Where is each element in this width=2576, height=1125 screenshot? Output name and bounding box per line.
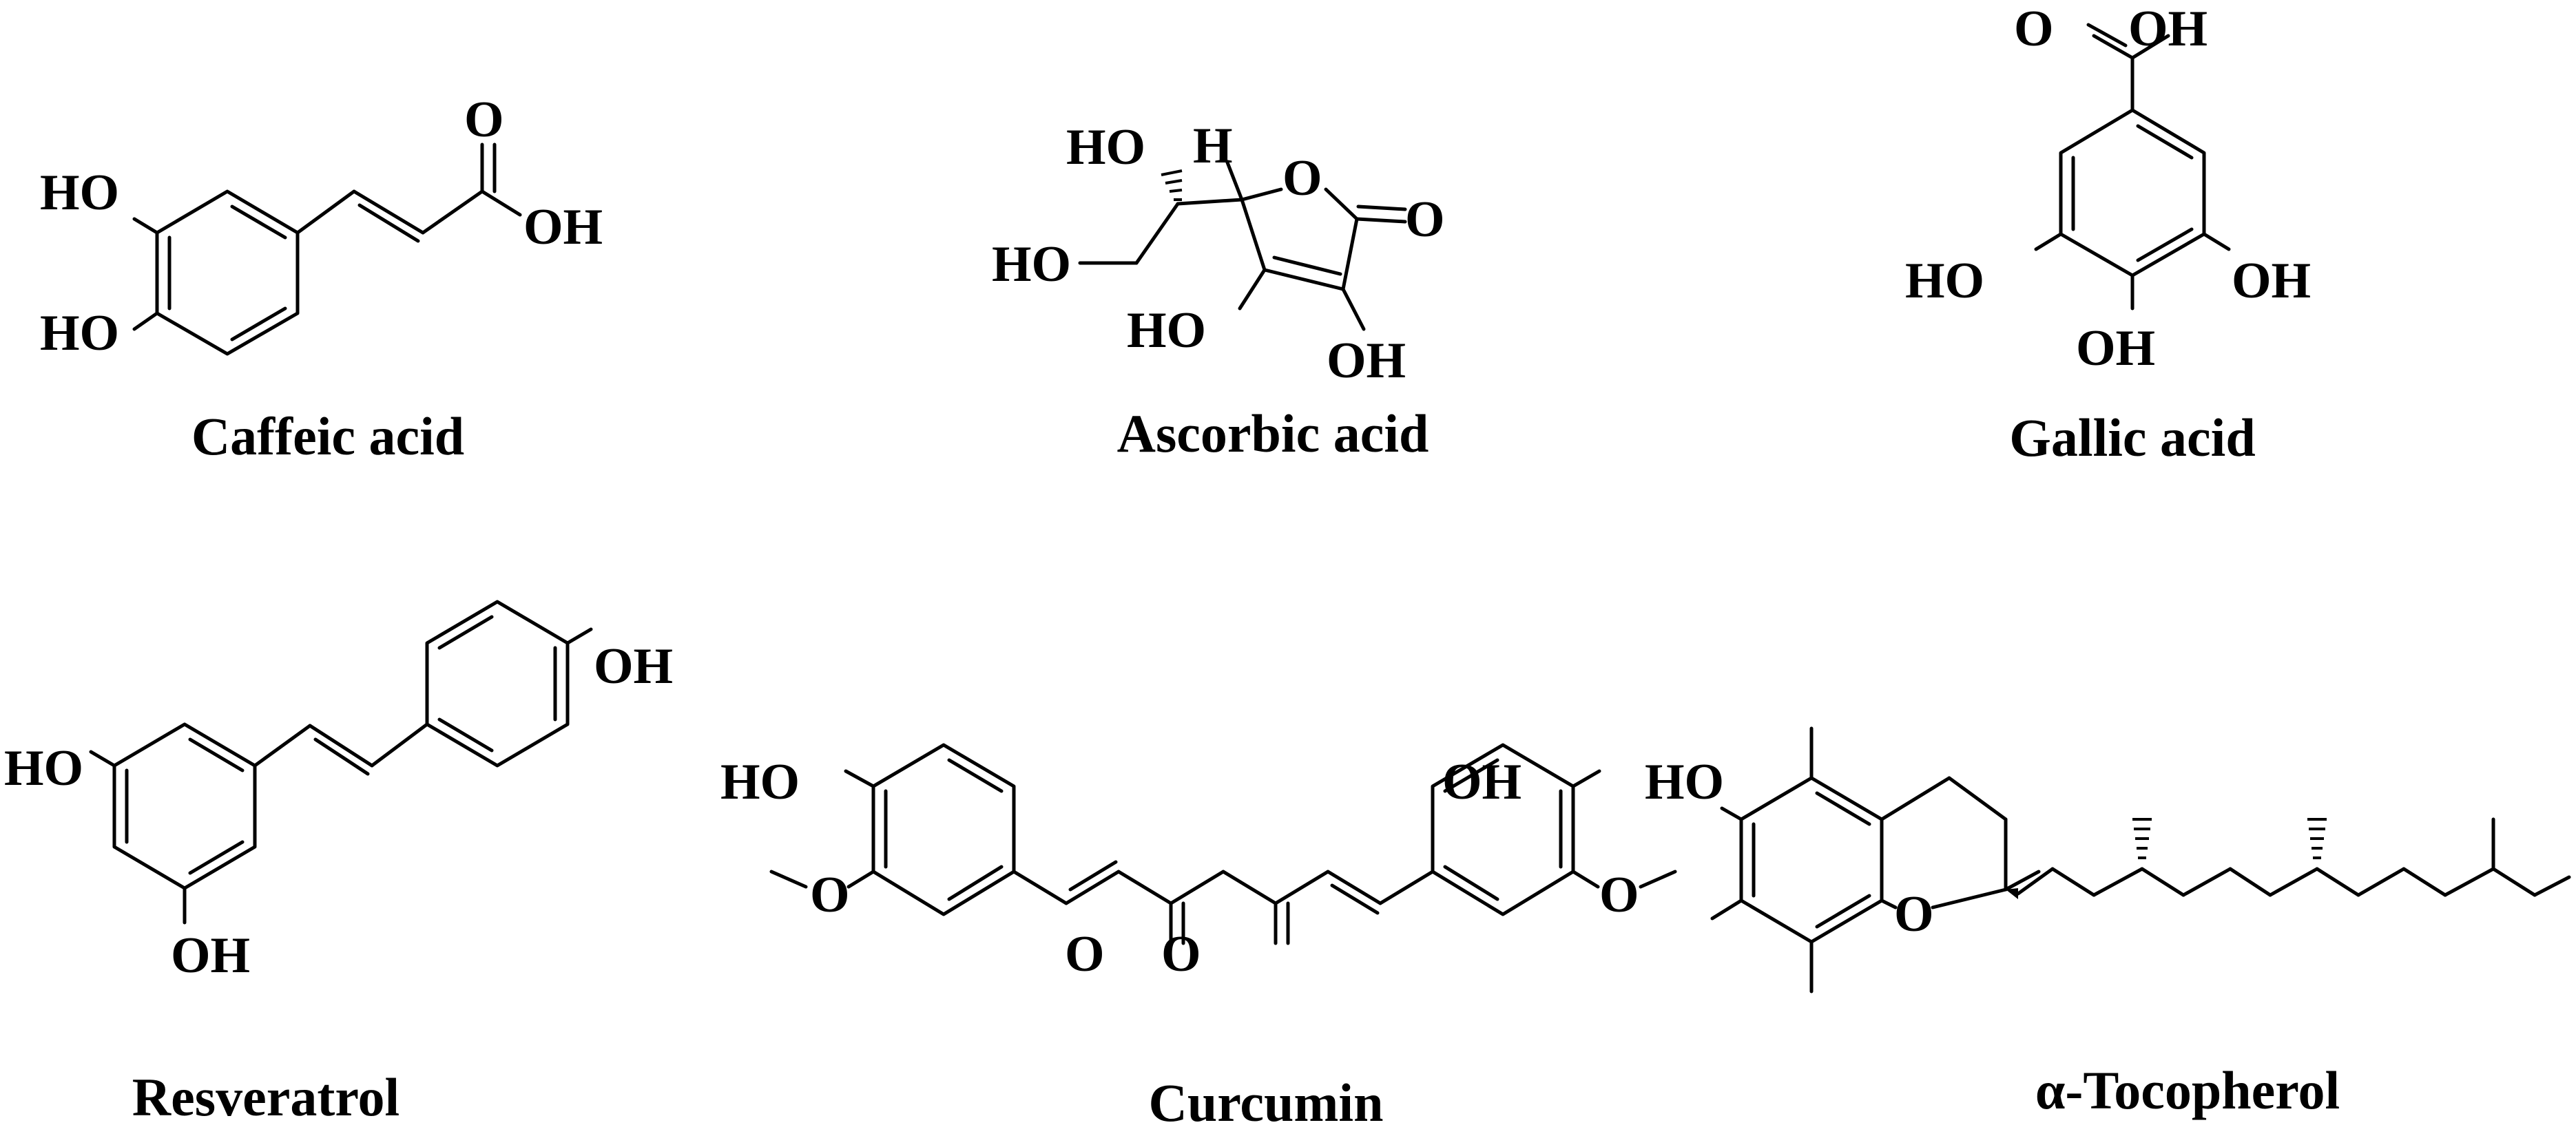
gallic-o: O	[2014, 1, 2054, 57]
molecule-resveratrol: OH HO OH Resveratrol	[4, 600, 673, 1125]
molecule-caffeic-acid: HO HO O OH Caffeic acid	[40, 92, 603, 466]
caffeic-o: O	[464, 92, 504, 148]
caffeic-acid-bonds	[132, 143, 522, 356]
curcumin-oh: OH	[1442, 754, 1521, 810]
caffeic-oh: OH	[523, 199, 603, 255]
ascorbic-hash-bond	[1161, 169, 1183, 201]
curcumin-o-1: O	[1065, 926, 1105, 982]
molecule-ascorbic-acid: HO H O O HO HO OH Ascorbic acid	[992, 118, 1445, 463]
curcumin-o-2: O	[1161, 926, 1201, 982]
curcumin-methoxy-o-right: O	[1599, 867, 1639, 923]
gallic-oh-top: OH	[2128, 1, 2208, 57]
ascorbic-ho-3: HO	[1127, 302, 1206, 359]
ascorbic-ho-2: HO	[992, 236, 1071, 293]
ascorbic-h: H	[1193, 118, 1233, 174]
gallic-acid-bonds	[2034, 23, 2231, 311]
ascorbic-acid-bonds	[1078, 160, 1407, 331]
gallic-ho: HO	[1905, 253, 1984, 309]
ascorbic-acid-name: Ascorbic acid	[1117, 403, 1429, 463]
curcumin-name: Curcumin	[1149, 1073, 1384, 1125]
resveratrol-oh-bottom: OH	[171, 927, 250, 984]
curcumin-bonds	[769, 743, 1677, 945]
ascorbic-ho-1: HO	[1066, 119, 1145, 176]
molecule-alpha-tocopherol: HO O α-Tocopherol	[1645, 726, 2571, 1120]
gallic-acid-name: Gallic acid	[2009, 408, 2255, 467]
gallic-oh-right: OH	[2232, 253, 2311, 309]
alpha-tocopherol-bonds	[1710, 726, 2571, 993]
caffeic-ho-1: HO	[40, 165, 119, 221]
resveratrol-ho: HO	[4, 740, 83, 797]
resveratrol-oh-top: OH	[594, 638, 673, 695]
molecule-curcumin: HO O O O OH O Curcumin	[720, 743, 1677, 1125]
caffeic-acid-name: Caffeic acid	[191, 406, 464, 466]
gallic-oh-bottom: OH	[2076, 320, 2155, 377]
caffeic-ho-2: HO	[40, 305, 119, 361]
ascorbic-carbonyl-o: O	[1405, 191, 1445, 248]
tocopherol-wedge-bond	[2006, 888, 2018, 899]
resveratrol-bonds	[89, 600, 593, 925]
tocopherol-o: O	[1894, 886, 1934, 943]
curcumin-methoxy-o-left: O	[810, 867, 850, 923]
curcumin-ho: HO	[720, 754, 800, 810]
tocopherol-ho: HO	[1645, 754, 1724, 810]
resveratrol-name: Resveratrol	[132, 1067, 399, 1125]
ascorbic-oh: OH	[1327, 333, 1406, 389]
tocopherol-hash-bonds	[2132, 818, 2327, 859]
ascorbic-ring-o: O	[1282, 150, 1322, 207]
molecule-gallic-acid: O OH HO OH OH Gallic acid	[1905, 1, 2311, 467]
alpha-tocopherol-name: α-Tocopherol	[2035, 1060, 2340, 1120]
